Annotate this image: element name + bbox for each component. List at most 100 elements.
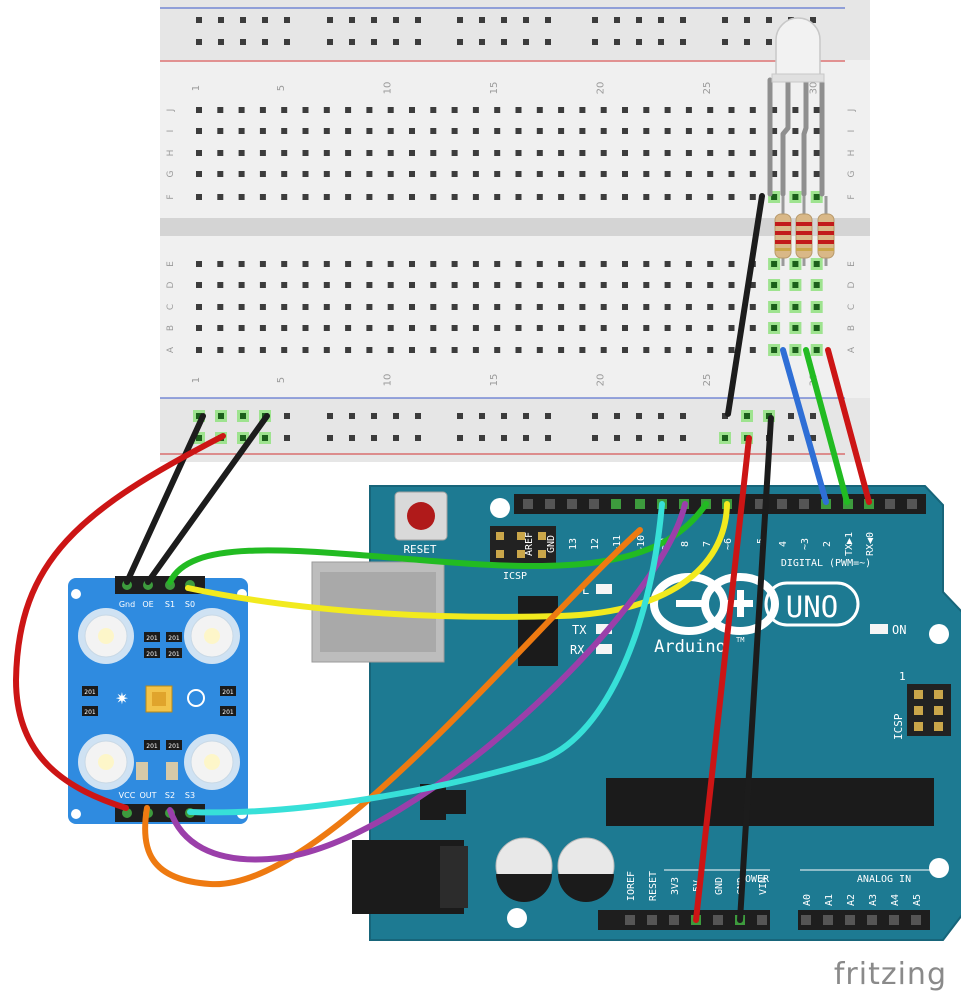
digital-pin: [611, 499, 621, 509]
breadboard-hole: [217, 282, 224, 288]
breadboard-hole: [494, 304, 501, 310]
icsp-pin: [934, 690, 943, 699]
fritzing-watermark: fritzing: [833, 957, 947, 992]
digital-pin: [545, 499, 555, 509]
rail-hole: [636, 435, 642, 441]
pin-label: RX◀0: [865, 532, 876, 556]
wire-red: [13, 433, 226, 811]
breadboard-hole: [472, 194, 479, 200]
breadboard-hole: [366, 194, 373, 200]
wire-green: [167, 501, 709, 585]
breadboard-hole: [792, 261, 799, 267]
logo-right-loop: [701, 573, 779, 635]
breadboard-hole: [409, 347, 415, 353]
breadboard-hole: [323, 128, 330, 134]
rail-hole: [327, 413, 333, 419]
icsp-pin: [517, 550, 525, 558]
breadboard-hole: [643, 304, 650, 310]
rail-hole: [592, 435, 598, 441]
pin-label: 4: [778, 541, 789, 547]
breadboard-hole: [345, 304, 352, 310]
digital-pin: [907, 499, 917, 509]
breadboard-hole: [579, 107, 586, 113]
reset-label: RESET: [403, 543, 436, 556]
breadboard-hole: [409, 261, 415, 267]
breadboard-hole: [515, 171, 522, 177]
analog-pin: [911, 915, 921, 925]
white-led-core: [204, 754, 220, 770]
reset-button-cap[interactable]: [407, 502, 435, 530]
breadboard-hole: [707, 261, 714, 267]
breadboard-hole: [536, 194, 543, 200]
breadboard-hole: [622, 304, 628, 310]
breadboard-hole: [707, 325, 714, 331]
sensor-bottom-header: [115, 804, 205, 822]
breadboard-hole: [323, 282, 330, 288]
breadboard-hole: [622, 128, 628, 134]
breadboard-hole: [707, 304, 714, 310]
breadboard-hole: [643, 325, 650, 331]
rail-hole: [523, 17, 529, 23]
row-letter: J: [847, 109, 857, 113]
breadboard-hole: [600, 347, 607, 353]
row-letter: G: [166, 170, 176, 177]
smd-resistor: [166, 648, 182, 658]
breadboard-hole: [323, 347, 330, 353]
rail-hole: [501, 39, 507, 45]
breadboard-hole: [515, 194, 522, 200]
column-number: 30: [809, 82, 820, 95]
breadboard-hole: [728, 128, 735, 134]
icsp-side-pins: [914, 690, 943, 731]
wire-black: [737, 415, 774, 923]
analog-label: ANALOG IN: [857, 874, 911, 885]
rail-hole: [349, 39, 355, 45]
breadboard-hole: [515, 128, 522, 134]
breadboard-hole: [792, 194, 799, 200]
pin-label: TX▶1: [844, 532, 855, 556]
breadboard-hole: [430, 261, 437, 267]
rail-hole: [636, 17, 642, 23]
breadboard-hole: [771, 304, 778, 310]
rail-hole: [810, 413, 816, 419]
rail-hole: [349, 413, 355, 419]
breadboard-hole: [259, 194, 266, 200]
voltage-regulator-tab: [446, 790, 466, 814]
breadboard-hole: [472, 107, 479, 113]
breadboard-hole: [387, 194, 394, 200]
pin-label: 7: [702, 541, 713, 547]
rail-hole: [393, 435, 399, 441]
breadboard-hole: [707, 107, 714, 113]
breadboard-hole: [600, 325, 607, 331]
rail-hole: [415, 39, 421, 45]
breadboard-hole: [366, 282, 373, 288]
analog-pin: [845, 915, 855, 925]
breadboard-hole: [451, 171, 458, 177]
digital-pin: [635, 499, 645, 509]
breadboard-hole: [792, 304, 799, 310]
breadboard-hole: [813, 194, 820, 200]
row-letter: E: [847, 261, 857, 267]
breadboard-hole: [558, 282, 565, 288]
breadboard-hole: [494, 107, 501, 113]
breadboard-hole: [345, 171, 352, 177]
rail-hole: [766, 39, 772, 45]
resistor-band: [818, 248, 834, 251]
row-letter: F: [847, 194, 857, 199]
wire-black: [145, 413, 270, 585]
led-leg: [780, 75, 791, 197]
icsp-top-label: ICSP: [503, 571, 527, 582]
breadboard-hole: [302, 150, 309, 156]
breadboard-hole: [281, 304, 288, 310]
mounting-hole: [490, 498, 510, 518]
breadboard-hole: [302, 282, 309, 288]
breadboard-hole: [749, 347, 756, 353]
rail-hole: [788, 435, 794, 441]
breadboard-hole: [451, 261, 458, 267]
breadboard-hole: [515, 107, 522, 113]
row-letter: J: [166, 109, 176, 113]
breadboard-hole: [707, 194, 714, 200]
pin-label: ~3: [800, 538, 811, 550]
icsp-pin: [517, 532, 525, 540]
rail-hole: [284, 435, 290, 441]
